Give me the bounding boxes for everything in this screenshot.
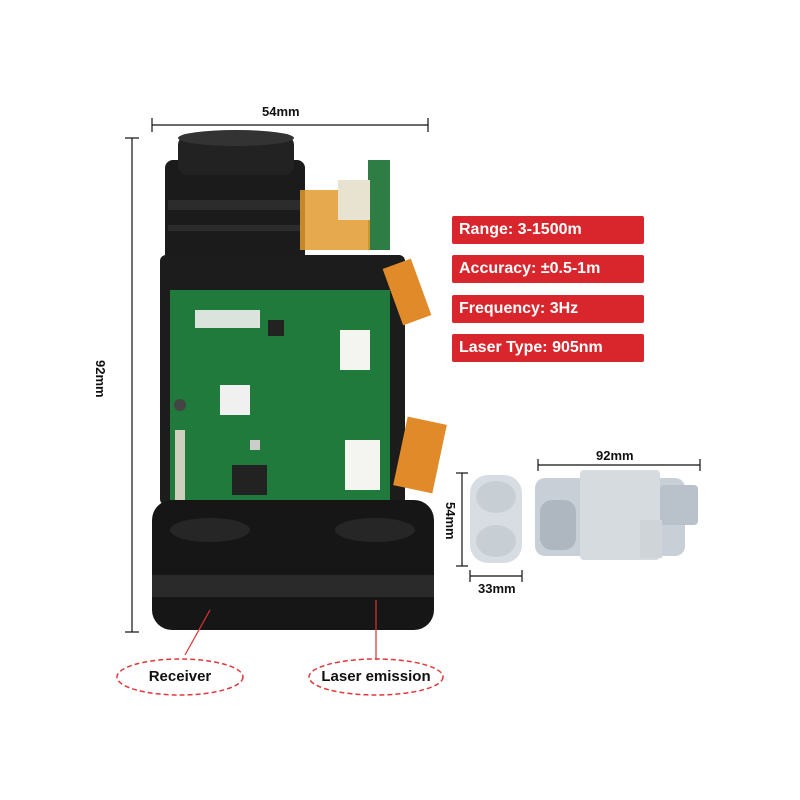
front-render	[470, 475, 522, 563]
dimension-lines	[125, 118, 701, 660]
main-pcb	[170, 290, 390, 515]
dim-length-side: 92mm	[596, 448, 634, 463]
top-board	[300, 160, 390, 250]
dim-height-front: 54mm	[443, 502, 458, 540]
dim-height-main: 92mm	[93, 360, 108, 398]
spec-frequency-badge: Frequency: 3Hz	[452, 295, 644, 323]
laser-emission-oval	[308, 658, 444, 696]
laser-emission-label: Laser emission	[321, 668, 431, 685]
spec-laser-type-badge: Laser Type: 905nm	[452, 334, 644, 362]
dim-width-main: 54mm	[262, 104, 300, 119]
side-render	[535, 470, 698, 560]
flex-cable-lower	[393, 416, 447, 494]
spec-range-badge: Range: 3-1500m	[452, 216, 644, 244]
lens-base	[152, 500, 434, 630]
flex-cable-upper	[382, 258, 432, 326]
receiver-label: Receiver	[148, 668, 212, 685]
spec-accuracy-badge: Accuracy: ±0.5-1m	[452, 255, 644, 283]
dim-width-front: 33mm	[478, 581, 516, 596]
receiver-oval	[116, 658, 244, 696]
eyepiece-cylinder	[165, 130, 305, 280]
